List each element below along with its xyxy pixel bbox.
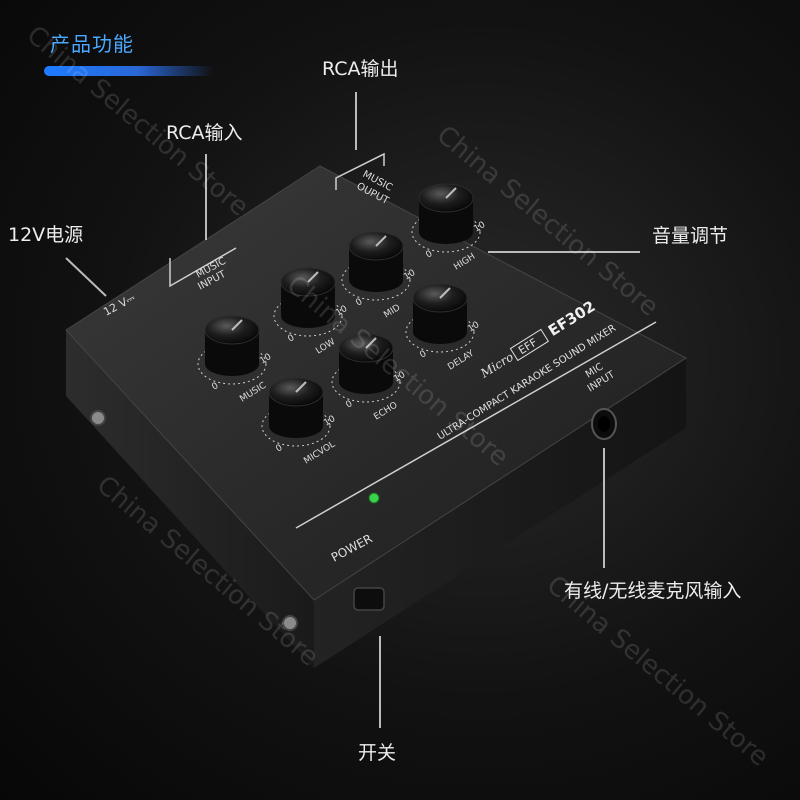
knob-base xyxy=(339,370,393,394)
knob-base xyxy=(205,352,259,376)
knob-base xyxy=(349,268,403,292)
knob-min-label: 0 xyxy=(210,381,220,393)
callout-mic-input: 有线/无线麦克风输入 xyxy=(564,580,742,602)
mixer-side-face xyxy=(66,330,314,668)
knob-scale xyxy=(341,259,411,301)
knob-min-label: 0 xyxy=(286,333,296,345)
side-screw xyxy=(282,615,298,631)
knob-min-label: 0 xyxy=(354,297,364,309)
knob-min-label: 0 xyxy=(424,249,434,261)
power-switch[interactable] xyxy=(353,587,385,611)
knob-max-label: 10 xyxy=(472,220,487,235)
mixer-front-face xyxy=(314,358,686,668)
knob-base xyxy=(269,414,323,438)
knob-pointer xyxy=(365,337,377,349)
knob-scale xyxy=(261,405,331,447)
knob-pointer xyxy=(445,187,457,199)
knob-scale xyxy=(273,295,343,337)
section-title: 产品功能 xyxy=(50,32,134,56)
callout-12v-power: 12V电源 xyxy=(8,224,84,246)
callout-rca-output: RCA输出 xyxy=(322,58,399,80)
panel-line-top xyxy=(169,247,237,288)
leader-line-12v xyxy=(65,257,107,297)
power-led xyxy=(368,492,380,504)
knob-pointer xyxy=(439,287,451,299)
knob-scale xyxy=(331,361,401,403)
mic-input-jack-hole xyxy=(598,416,610,432)
side-screw xyxy=(90,410,106,426)
knob-base xyxy=(419,220,473,244)
knob-pointer xyxy=(375,235,387,247)
knob-base xyxy=(281,304,335,328)
knob-scale xyxy=(405,311,475,353)
knob-scale xyxy=(197,343,267,385)
callout-volume: 音量调节 xyxy=(652,225,729,247)
knob-pointer xyxy=(295,381,307,393)
knob-min-label: 0 xyxy=(274,443,284,455)
callout-switch: 开关 xyxy=(358,742,397,764)
knob-scale xyxy=(411,211,481,253)
knob-pointer xyxy=(231,319,243,331)
knob-min-label: 0 xyxy=(344,399,354,411)
panel-line-bottom xyxy=(295,321,657,529)
knob-min-label: 0 xyxy=(418,349,428,361)
output-bracket xyxy=(335,152,385,190)
title-accent-bar xyxy=(44,66,214,76)
callout-rca-input: RCA输入 xyxy=(166,122,243,144)
knob-base xyxy=(413,320,467,344)
knob-pointer xyxy=(307,271,319,283)
